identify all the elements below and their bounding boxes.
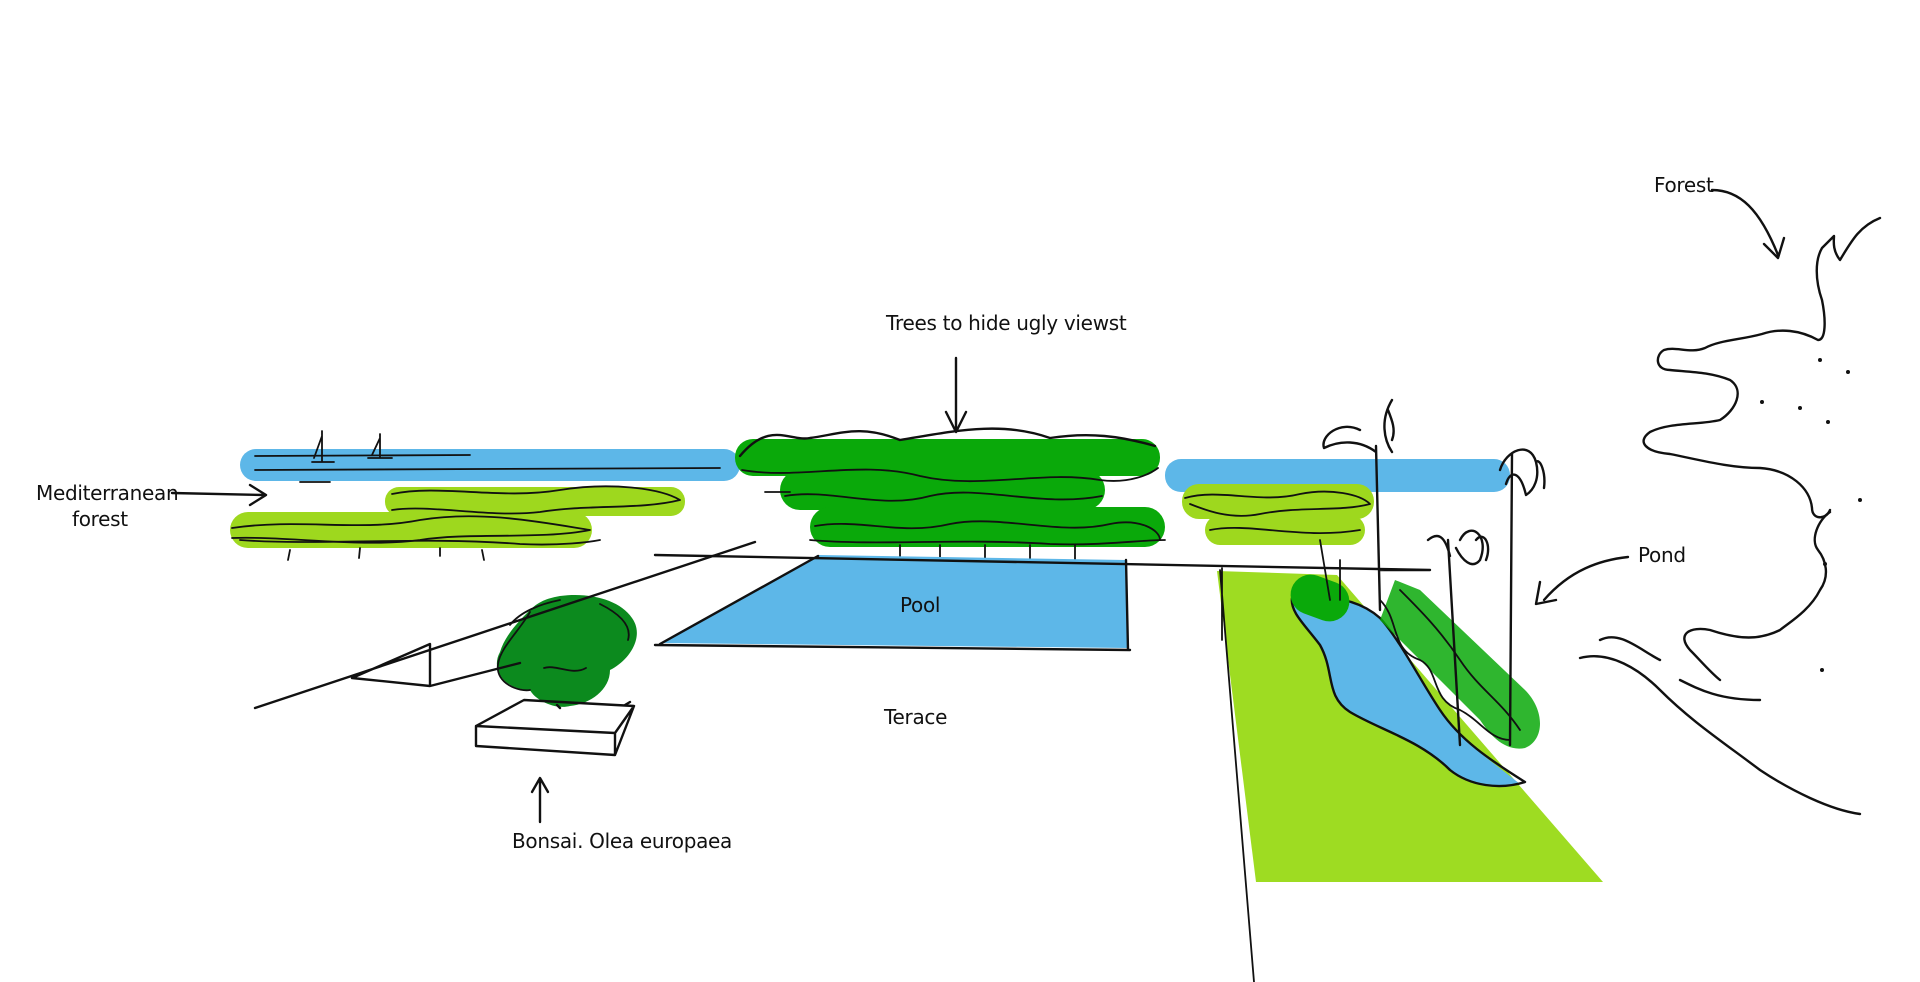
sea-water-lines (254, 454, 721, 483)
terrace-label: Terace (883, 705, 947, 729)
forest-hill-outline (1683, 510, 1832, 682)
bonsai-tree-shape (496, 594, 637, 707)
mediterranean-forest-shape (230, 485, 685, 561)
sailboat-icon (367, 433, 393, 459)
trees-label: Trees to hide ugly viewst (885, 311, 1127, 335)
forest-hill-outline (1578, 655, 1862, 816)
arrow-icon (1710, 188, 1786, 260)
sea-horizon-band-right (1165, 459, 1510, 492)
mediterranean-forest-label-line2: forest (72, 507, 128, 531)
bonsai-planter-box (474, 698, 636, 757)
pond-planting-shape (1290, 574, 1540, 749)
terrace-perspective-lines (253, 540, 1432, 710)
arrow-icon (1534, 555, 1630, 606)
forest-hill-outline (1598, 636, 1762, 702)
pond-label: Pond (1638, 543, 1686, 567)
pool-shape (653, 554, 1132, 652)
arrow-icon (944, 356, 968, 434)
mediterranean-forest-label-line1: Mediterranean (36, 481, 178, 505)
pool-label: Pool (900, 593, 940, 617)
pond-trees-sketch (1219, 398, 1546, 982)
forest-hill-outline (1642, 216, 1882, 519)
sea-horizon-band-left (240, 449, 740, 481)
screening-trees-shape (735, 427, 1166, 563)
arrow-icon (530, 776, 550, 824)
arrow-icon (170, 483, 268, 507)
right-shrub-shape (1182, 484, 1374, 545)
forest-dots (1760, 358, 1862, 672)
sailboat-icon (311, 430, 335, 463)
forest-label: Forest (1654, 173, 1714, 197)
bonsai-label: Bonsai. Olea europaea (512, 829, 732, 853)
